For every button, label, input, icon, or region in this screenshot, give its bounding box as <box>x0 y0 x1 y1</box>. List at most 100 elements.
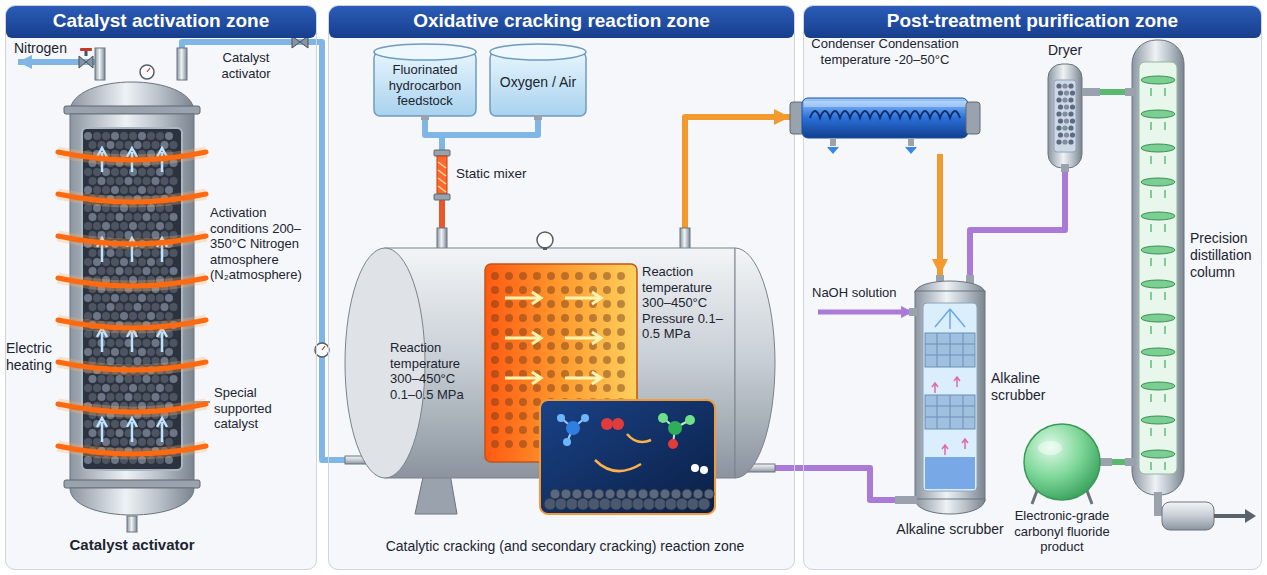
catalyst-pellet <box>654 498 666 510</box>
catalyst-pellet <box>138 186 146 194</box>
catalyst-pellet <box>575 328 583 336</box>
catalyst-pellet <box>589 314 597 322</box>
catalyst-pellet <box>589 272 597 280</box>
zone-heading: Oxidative cracking reaction zone <box>329 6 794 38</box>
equipment-label: Alkaline scrubber <box>895 521 1005 538</box>
vapour-flow <box>1151 258 1165 266</box>
desiccant-pellet <box>1058 118 1063 123</box>
flow-arrow <box>565 372 601 384</box>
catalyst-pellet <box>519 384 527 392</box>
catalyst-pellet <box>617 342 625 350</box>
gas-arrow <box>962 439 968 449</box>
text-holder: Fluorinated hydrocarbon feedstock <box>378 62 472 109</box>
catalyst-pellet <box>98 213 106 221</box>
catalyst-pellet <box>147 312 155 320</box>
catalyst-pellet <box>603 272 611 280</box>
catalyst-pellet <box>138 438 146 446</box>
catalyst-pellet <box>120 348 128 356</box>
catalyst-pellet <box>89 429 97 437</box>
catalyst-pellet <box>170 141 178 149</box>
catalyst-pellet <box>627 489 637 499</box>
catalyst-pellet <box>505 300 513 308</box>
nitrogen-nozzle <box>95 48 105 80</box>
gas-arrow <box>932 383 938 393</box>
catalyst-pellet <box>533 384 541 392</box>
column-tray <box>1141 212 1175 220</box>
packing-grid <box>925 333 975 367</box>
catalyst-pellet <box>603 384 611 392</box>
desiccant-pellet <box>1058 90 1063 95</box>
catalyst-pellet <box>93 348 101 356</box>
catalyst-pellet <box>147 294 155 302</box>
mixer-body <box>437 156 447 194</box>
catalyst-pellet <box>505 384 513 392</box>
molecule-atom <box>612 418 624 430</box>
catalyst-pellet <box>505 426 513 434</box>
catalyst-pellet <box>84 330 92 338</box>
process-pipe <box>439 200 445 228</box>
sight-glass <box>1054 80 1076 152</box>
catalyst-pellet <box>107 375 115 383</box>
catalyst-pellet <box>561 342 569 350</box>
desiccant-pellet <box>1068 125 1073 130</box>
sight-glass <box>82 128 182 470</box>
tank-top <box>374 44 476 60</box>
vessel-shell <box>70 114 194 482</box>
catalyst-pellet <box>116 213 124 221</box>
catalyst-pellet <box>547 370 555 378</box>
condenser: Condenser Condensation temperature -20–5… <box>790 36 980 154</box>
catalyst-pellet <box>589 356 597 364</box>
catalyst-pellet <box>111 132 119 140</box>
catalyst-pellet <box>107 177 115 185</box>
column-tray <box>1141 314 1175 322</box>
text-holder: Electric heating <box>6 340 58 374</box>
catalyst-activator-drawing <box>52 48 212 563</box>
static-mixer: Static mixer <box>432 150 542 200</box>
text-holder: Condenser Condensation temperature -20–5… <box>790 36 980 67</box>
catalyst-pellet <box>120 384 128 392</box>
catalyst-pellet <box>147 132 155 140</box>
catalyst-pellet <box>84 312 92 320</box>
molecule-atom <box>601 418 613 430</box>
desiccant-pellet <box>1068 83 1073 88</box>
catalyst-pellet <box>84 384 92 392</box>
zone-panel: Oxidative cracking reaction zoneFluorina… <box>328 5 795 570</box>
catalyst-pellet <box>93 258 101 266</box>
packing-bed <box>925 395 975 429</box>
text-holder: Catalyst activator <box>200 50 292 81</box>
catalyst-pellet <box>519 342 527 350</box>
catalyst-pellet <box>617 370 625 378</box>
molecule-atom <box>685 415 695 425</box>
equipment-label: Static mixer <box>456 166 542 182</box>
desiccant-pellet <box>1068 97 1073 102</box>
catalyst-pellet <box>505 314 513 322</box>
text-holder: Precision distillation column <box>1190 230 1260 280</box>
catalyst-pellet <box>134 357 142 365</box>
catalyst-pellet <box>138 294 146 302</box>
equipment-label: Fluorinated hydrocarbon feedstock <box>378 62 472 109</box>
catalyst-pellet <box>704 489 714 499</box>
catalyst-pellet <box>134 303 142 311</box>
feed-tank: Fluorinated hydrocarbon feedstock <box>372 42 478 120</box>
catalyst-pellet <box>107 429 115 437</box>
catalyst-pellet <box>547 272 555 280</box>
vapour-flow <box>1151 394 1165 402</box>
catalyst-pellet <box>120 438 128 446</box>
nitrogen-vent-pipe <box>18 62 100 80</box>
flow-arrow <box>505 332 541 344</box>
molecule-atom <box>668 421 682 435</box>
catalyst-pellet <box>505 286 513 294</box>
catalyst-pellet <box>649 489 659 499</box>
catalyst-pellet <box>111 186 119 194</box>
highlight <box>1038 441 1062 455</box>
catalyst-pellet <box>84 348 92 356</box>
catalyst-pellet <box>134 249 142 257</box>
catalyst-pellet <box>170 249 178 257</box>
catalyst-pellet <box>152 339 160 347</box>
catalyst-pellet <box>138 168 146 176</box>
product-sphere: Electronic-grade carbonyl fluoride produ… <box>1012 420 1112 556</box>
column-tray <box>1141 450 1175 458</box>
catalyst-pellet <box>143 429 151 437</box>
process-pipe <box>970 172 1065 275</box>
catalyst-pellet <box>89 177 97 185</box>
